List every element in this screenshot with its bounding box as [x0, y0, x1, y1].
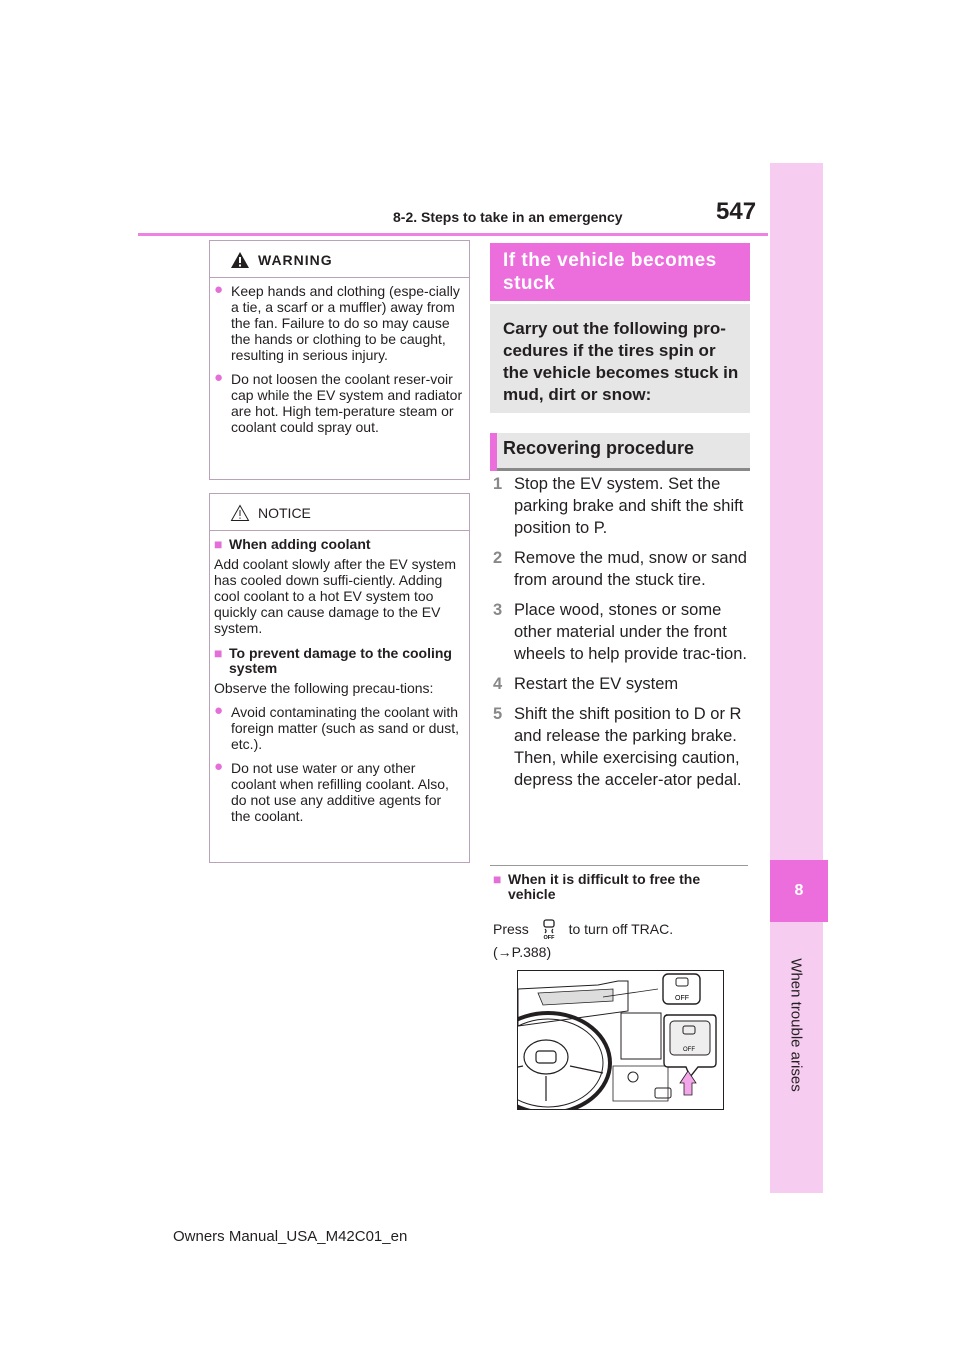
header-rule	[138, 233, 768, 236]
intro-text: Carry out the following pro-cedures if t…	[503, 319, 739, 404]
chapter-tab[interactable]: 8	[770, 860, 828, 922]
section-banner: If the vehicle becomes stuck	[490, 243, 750, 301]
notice-subheading: ■To prevent damage to the cooling system	[214, 645, 452, 676]
procedure-accent-bar	[490, 433, 497, 471]
svg-text:OFF: OFF	[683, 1047, 695, 1053]
notice-item: ●Do not use water or any other coolant w…	[214, 758, 449, 825]
notice-header: NOTICE	[210, 494, 469, 531]
intro-box: Carry out the following pro-cedures if t…	[490, 304, 750, 413]
banner-title: If the vehicle becomes stuck	[503, 250, 717, 294]
svg-text:OFF: OFF	[675, 995, 689, 1002]
procedure-title: Recovering procedure	[503, 438, 695, 458]
notice-paragraph: Observe the following precau-tions:	[214, 680, 434, 696]
notice-box: NOTICE ■When adding coolant Add coolant …	[209, 493, 470, 863]
warning-triangle-icon	[231, 252, 249, 268]
footer-text: Owners Manual_USA_M42C01_en	[173, 1228, 408, 1245]
page-reference[interactable]: (→P.388)	[493, 944, 552, 960]
svg-text:OFF: OFF	[543, 935, 555, 940]
warning-item: ●Do not loosen the coolant reser-voir ca…	[214, 369, 463, 436]
press-instruction: Press OFF to turn off TRAC.	[493, 918, 673, 941]
side-tab-strip	[770, 163, 823, 1193]
warning-item: ●Keep hands and clothing (espe-cially a …	[214, 281, 460, 364]
warning-header: WARNING	[210, 241, 469, 278]
steering-wheel-illustration: OFF OFF	[484, 973, 717, 1115]
notice-title: NOTICE	[258, 505, 311, 521]
difficult-heading: ■When it is difficult to free the vehicl…	[493, 871, 701, 902]
trac-off-icon: OFF	[543, 919, 555, 941]
caution-triangle-icon	[230, 504, 250, 521]
notice-subheading: ■When adding coolant	[214, 536, 371, 552]
notice-item: ●Avoid contaminating the coolant with fo…	[214, 702, 459, 753]
page-number: 547	[716, 198, 757, 225]
warning-title: WARNING	[258, 252, 333, 268]
chapter-number: 8	[794, 882, 804, 899]
dashboard-illustration: OFF OFF	[484, 970, 724, 1115]
chapter-title: When trouble arises	[787, 958, 805, 1092]
procedure-heading: Recovering procedure	[490, 433, 750, 471]
warning-box: WARNING ●Keep hands and clothing (espe-c…	[209, 240, 470, 480]
section-title: 8-2. Steps to take in an emergency	[393, 209, 623, 225]
divider	[490, 865, 748, 866]
notice-paragraph: Add coolant slowly after the EV system h…	[214, 556, 456, 636]
